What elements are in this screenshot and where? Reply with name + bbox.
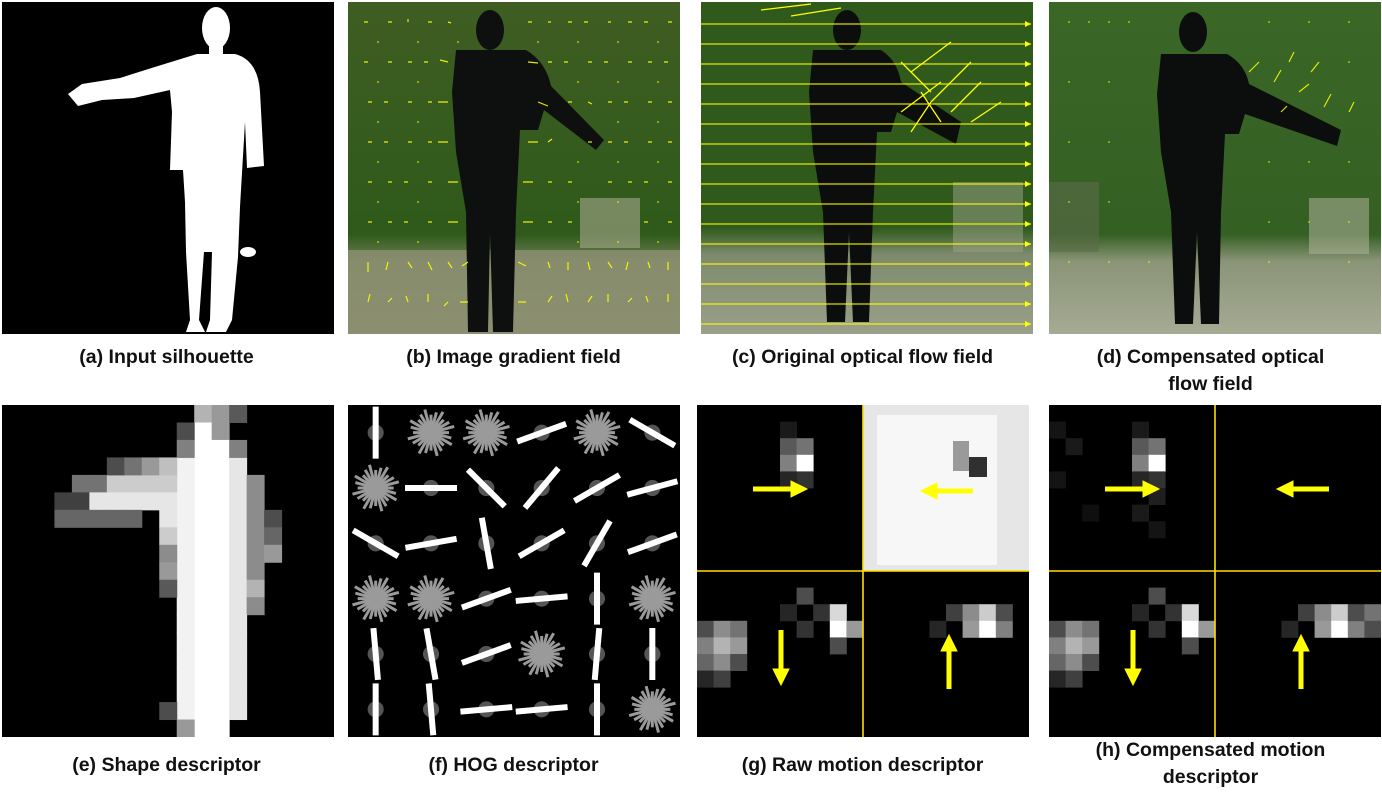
panel-c-original-optical-flow-field xyxy=(701,2,1033,334)
caption-e: (e) Shape descriptor xyxy=(72,754,261,776)
caption-b: (b) Image gradient field xyxy=(406,346,621,368)
shape-descriptor-image xyxy=(2,405,334,737)
caption-c: (c) Original optical flow field xyxy=(731,346,994,368)
compensated-motion-image xyxy=(1049,405,1381,737)
panel-a-input-silhouette xyxy=(2,2,334,334)
caption-h: (h) Compensated motion descriptor xyxy=(1095,739,1326,788)
panel-e-shape-descriptor xyxy=(2,405,334,737)
panel-f-hog-descriptor xyxy=(348,405,680,737)
panel-b-image-gradient-field xyxy=(348,2,680,334)
original-flow-image xyxy=(701,2,1033,334)
caption-g: (g) Raw motion descriptor xyxy=(741,754,984,776)
raw-motion-image xyxy=(697,405,1029,737)
hog-descriptor-image xyxy=(348,405,680,737)
caption-a: (a) Input silhouette xyxy=(79,346,254,368)
compensated-flow-image xyxy=(1049,2,1381,334)
caption-f: (f) HOG descriptor xyxy=(428,754,599,776)
panel-g-raw-motion-descriptor xyxy=(697,405,1029,737)
panel-h-compensated-motion-descriptor xyxy=(1049,405,1381,737)
gradient-field-image xyxy=(348,2,680,334)
panel-d-compensated-optical-flow-field xyxy=(1049,2,1381,334)
silhouette-image xyxy=(2,2,334,334)
caption-d: (d) Compensated optical flow field xyxy=(1096,346,1325,395)
